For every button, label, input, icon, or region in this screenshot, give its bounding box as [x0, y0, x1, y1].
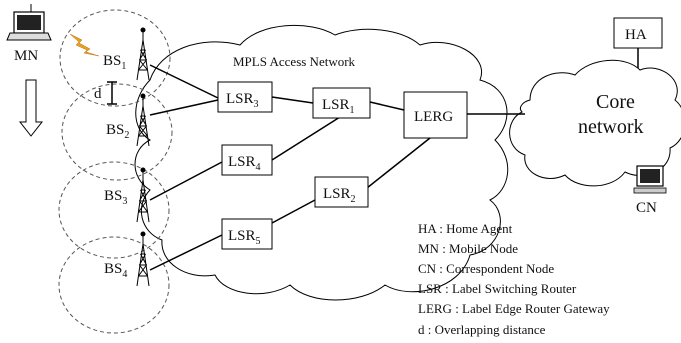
- legend-line: LERG : Label Edge Router Gateway: [418, 301, 610, 316]
- desktop-computer-icon: [633, 165, 667, 194]
- antenna-tower-icon-bs2: [136, 93, 150, 147]
- network-links: [149, 48, 651, 271]
- bs1-label: BS1: [103, 53, 126, 72]
- link-bs2-lsr3: [149, 99, 219, 116]
- legend-line: MN : Mobile Node: [418, 241, 518, 256]
- lsr5-label: LSR5: [228, 228, 261, 247]
- core-network-label-line2: network: [578, 116, 644, 138]
- ha-box: [613, 17, 663, 49]
- ha-label: HA: [625, 27, 647, 43]
- lsr2-box: [314, 176, 369, 208]
- bs2-label: BS2: [106, 122, 129, 141]
- legend-line: LSR : Label Switching Router: [418, 281, 577, 296]
- correspondent-node-label: CN: [636, 200, 657, 216]
- coverage-cell-bs2: [61, 83, 173, 181]
- link-bs4-lsr5: [149, 234, 223, 271]
- coverage-cell-bs1: [59, 9, 171, 107]
- link-lerg-lsr2: [366, 137, 431, 189]
- lsr3-label: LSR3: [226, 91, 259, 110]
- access-network-label: MPLS Access Network: [233, 54, 356, 69]
- lsr2-label: LSR2: [323, 186, 356, 205]
- antenna-tower-icon-bs4: [136, 231, 150, 287]
- lightning-icon: [69, 33, 100, 57]
- mobile-node-label: MN: [14, 48, 38, 64]
- link-lsr1-lerg: [369, 101, 405, 111]
- link-lsr2-lsr5: [271, 199, 316, 224]
- lerg-label: LERG: [414, 109, 453, 125]
- link-lsr4-lsr1: [271, 116, 341, 161]
- legend-line: HA : Home Agent: [418, 221, 513, 236]
- link-bs3-lsr4: [149, 161, 223, 201]
- link-bs1-lsr3: [149, 64, 219, 99]
- coverage-cell-bs4: [58, 236, 170, 334]
- antenna-tower-icon-bs3: [136, 167, 150, 223]
- core-network-label-line1: Core: [596, 91, 635, 113]
- coverage-cell-bs3: [58, 161, 170, 259]
- bs3-label: BS3: [104, 188, 127, 207]
- overlap-label: d: [94, 86, 102, 102]
- link-lsr3-lsr1: [271, 96, 314, 104]
- lsr3-box: [217, 81, 273, 113]
- overlap-distance-marker: [107, 81, 117, 105]
- lsr1-box: [312, 87, 371, 119]
- laptop-icon: [6, 4, 52, 41]
- down-arrow-icon: [18, 79, 44, 137]
- bs4-label: BS4: [104, 261, 127, 280]
- lsr5-box: [221, 218, 273, 250]
- legend-line: d : Overlapping distance: [418, 322, 546, 337]
- antenna-tower-icon-bs1: [136, 27, 150, 81]
- lsr4-label: LSR4: [228, 154, 261, 173]
- lerg-box: [403, 91, 468, 139]
- lsr1-label: LSR1: [322, 97, 355, 116]
- legend-line: CN : Correspondent Node: [418, 261, 554, 276]
- legend: HA : Home Agent MN : Mobile Node CN : Co…: [418, 221, 610, 337]
- lsr4-box: [221, 144, 273, 176]
